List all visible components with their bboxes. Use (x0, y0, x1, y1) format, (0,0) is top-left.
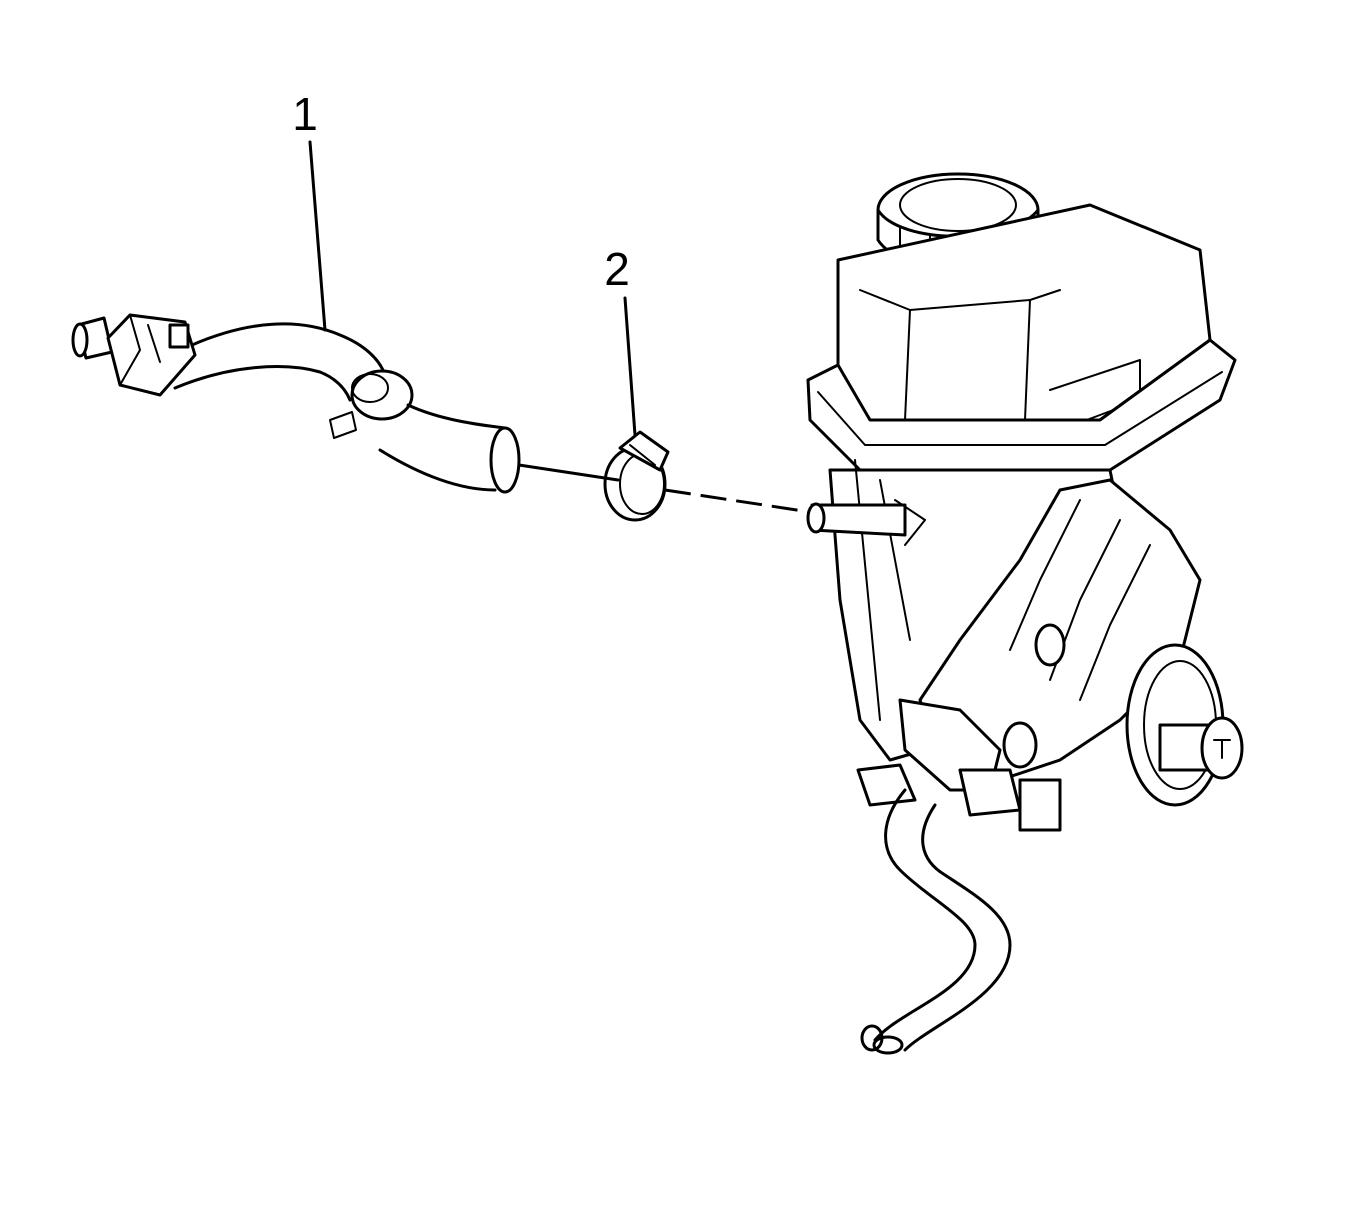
hose-assembly (71, 313, 521, 494)
power-steering-reservoir (806, 172, 1237, 762)
outlet-hose (856, 763, 1012, 1055)
hose-clamp (603, 430, 670, 522)
clamp-tabs (618, 430, 670, 472)
reservoir-flange (806, 338, 1237, 472)
hose-clamp-installed (350, 369, 414, 421)
callout-2-leader (623, 296, 637, 437)
reservoir-inlet-pipe (810, 503, 907, 537)
power-steering-pump (898, 478, 1244, 832)
assembly-dash-line (664, 488, 811, 514)
callout-2-label: 2 (604, 243, 630, 295)
callout-1-leader (308, 140, 327, 332)
assembly-line (517, 463, 620, 482)
callout-1-label: 1 (292, 88, 318, 140)
callout-1: 1 (292, 88, 327, 332)
callout-2: 2 (604, 243, 637, 437)
